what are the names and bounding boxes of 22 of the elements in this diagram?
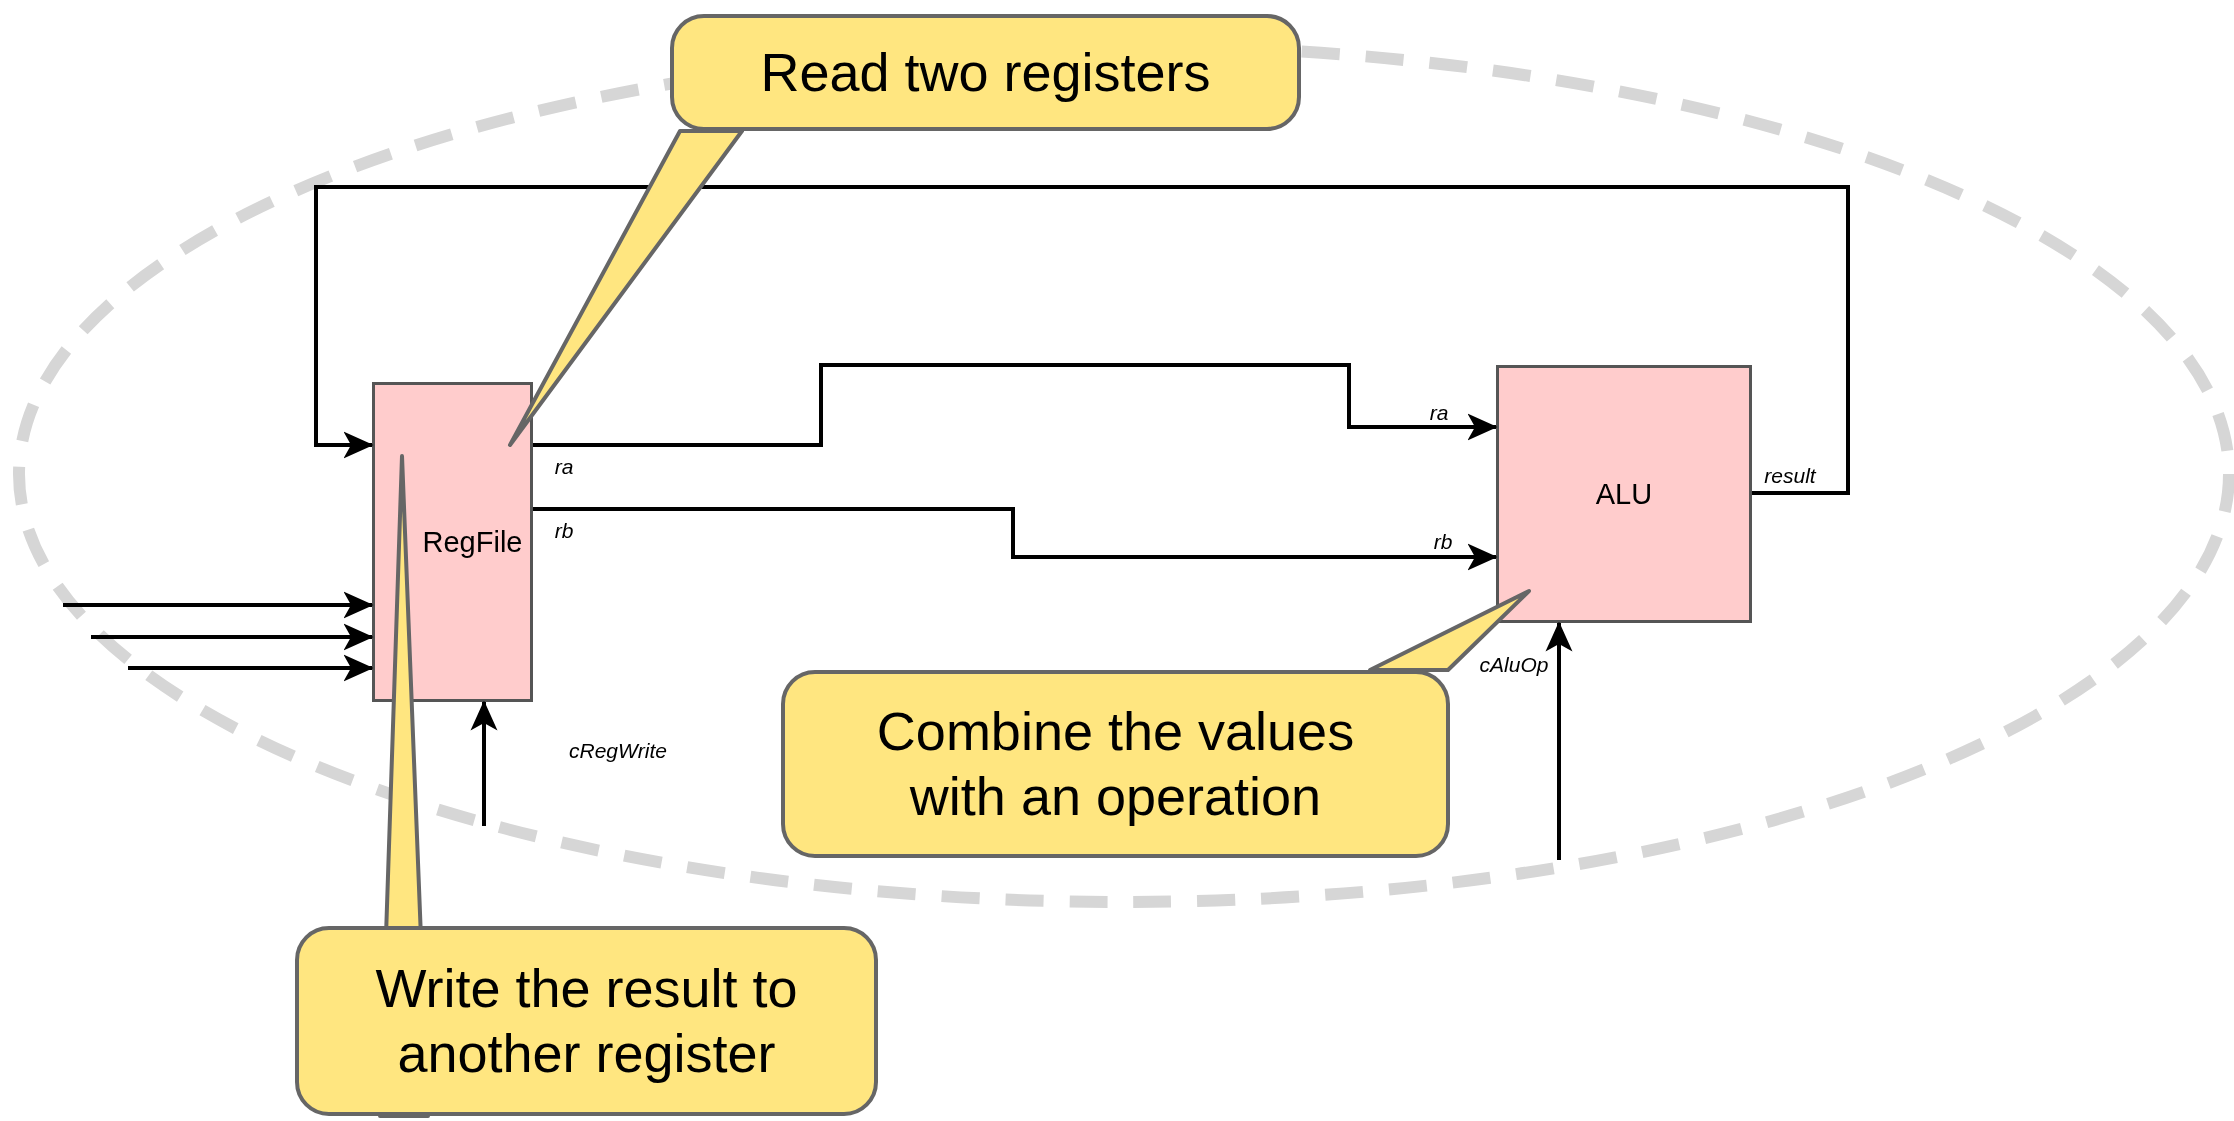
signal-label: rb: [554, 519, 574, 543]
callout-pointer: [378, 454, 430, 1118]
signal-label: result: [1764, 464, 1816, 488]
callout-pointer: [1368, 589, 1531, 672]
alu-block: ALU: [1496, 365, 1752, 623]
signal-label: ra: [1429, 401, 1449, 425]
arrow: [91, 623, 374, 651]
arrow: [533, 507, 1498, 571]
signal-label: cAluOp: [1479, 653, 1549, 677]
arrow: [1545, 621, 1573, 860]
signal-label: rb: [1433, 530, 1453, 554]
register-file-block: RegFile: [372, 382, 533, 702]
arrow: [63, 591, 374, 619]
arrow: [533, 363, 1498, 447]
signal-label: cRegWrite: [569, 739, 667, 763]
signal-label: ra: [554, 455, 574, 479]
arrow: [470, 700, 498, 826]
arrow: [128, 654, 374, 682]
arrow: [314, 185, 1850, 495]
callout-bubble: Read two registers: [670, 14, 1301, 131]
callout-bubble: Combine the values with an operation: [781, 670, 1450, 858]
callout-pointer: [508, 129, 744, 447]
